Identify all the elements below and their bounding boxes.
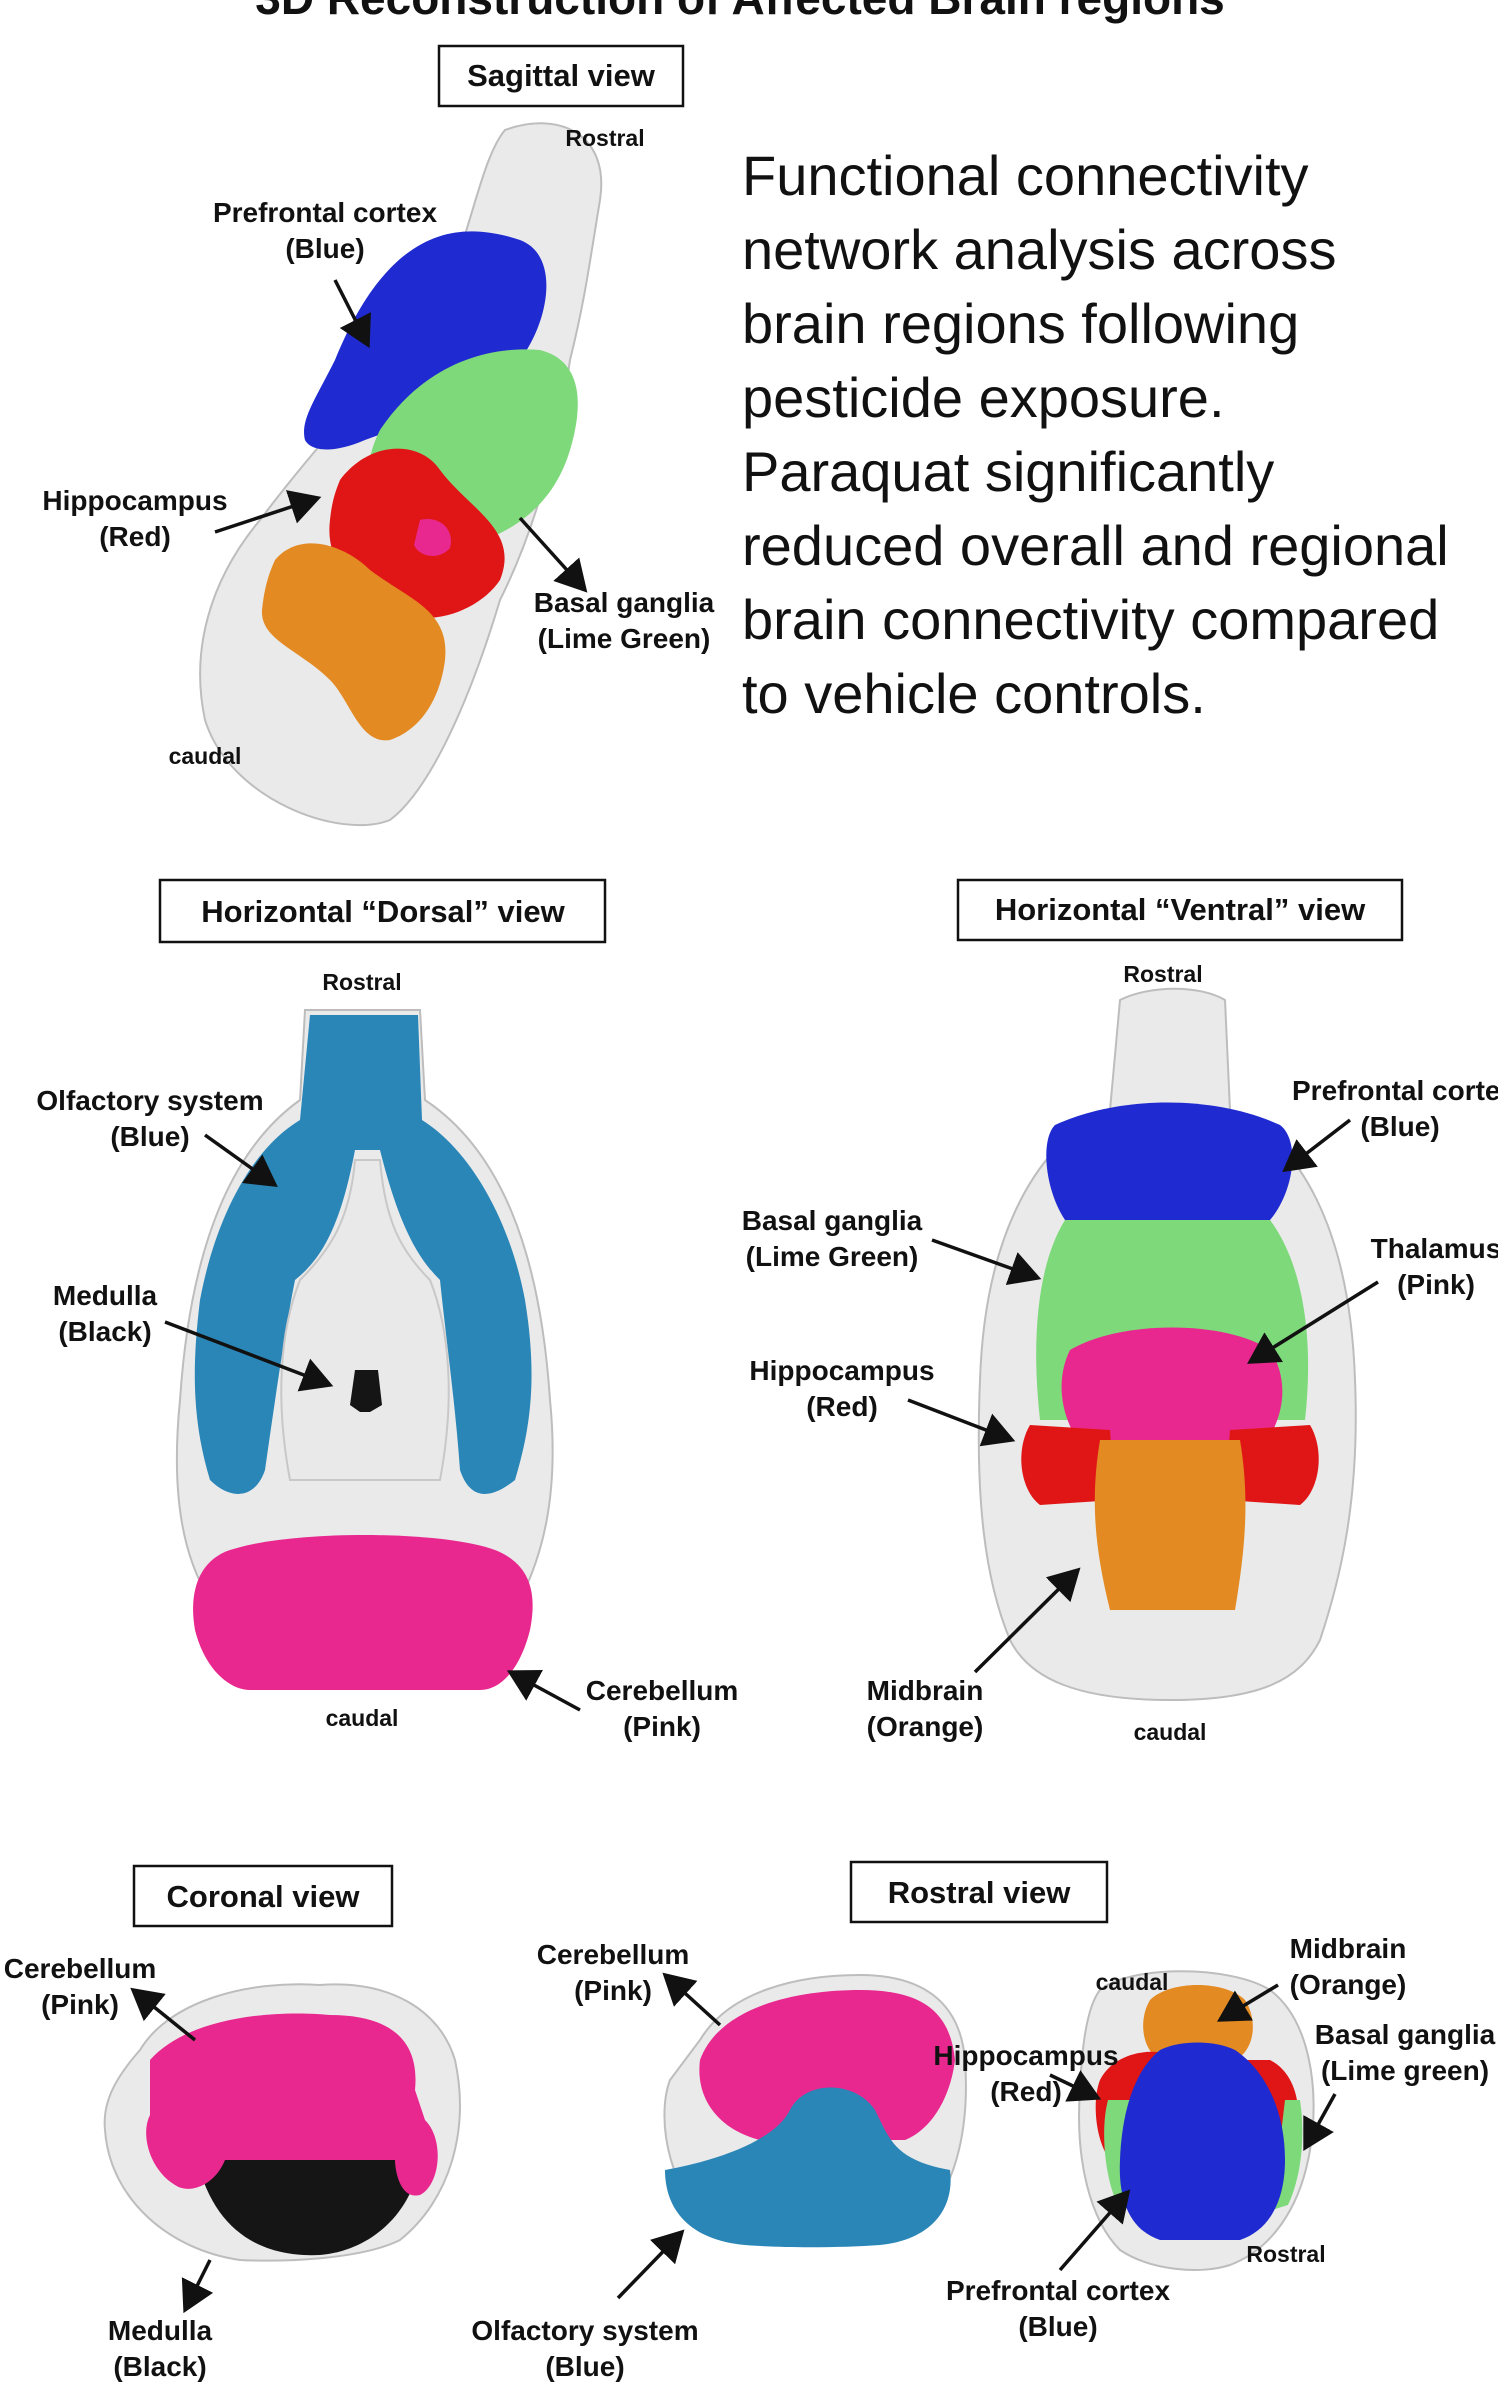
- coronal-medulla-color: (Black): [113, 2351, 206, 2382]
- dorsal-medulla-black: [350, 1370, 382, 1412]
- ventral-prefrontal-color: (Blue): [1360, 1111, 1439, 1142]
- dorsal-cerebellum-arrow: [510, 1672, 580, 1710]
- dorsal-panel: Horizontal “Dorsal” view Rostral caudal …: [36, 880, 738, 1742]
- ventral-hippocampus-label: Hippocampus: [749, 1355, 934, 1386]
- ventral-midbrain-orange: [1095, 1440, 1246, 1610]
- sagittal-prefrontal-label: Prefrontal cortex: [213, 197, 437, 228]
- description-line: Paraquat significantly: [742, 440, 1274, 503]
- sagittal-rostral-label: Rostral: [565, 125, 644, 151]
- rostral-olfactory-color: (Blue): [545, 2351, 624, 2382]
- ventral-thalamus-color: (Pink): [1397, 1269, 1475, 1300]
- ventral-prefrontal-label: Prefrontal cortex: [1292, 1075, 1498, 1106]
- rostral-prefrontal-color: (Blue): [1018, 2311, 1097, 2342]
- sagittal-hippocampus-color: (Red): [99, 521, 171, 552]
- rostral-basal-label: Basal ganglia: [1315, 2019, 1496, 2050]
- dorsal-cerebellum-color: (Pink): [623, 1711, 701, 1742]
- sagittal-title: Sagittal view: [467, 58, 656, 93]
- coronal-cerebellum-color: (Pink): [41, 1989, 119, 2020]
- description-line: reduced overall and regional: [742, 514, 1449, 577]
- description-line: brain regions following: [742, 292, 1299, 355]
- description-line: brain connectivity compared: [742, 588, 1439, 651]
- ventral-basal-label: Basal ganglia: [742, 1205, 923, 1236]
- sagittal-basal-arrow: [520, 518, 585, 590]
- description-line: Functional connectivity: [742, 144, 1309, 207]
- ventral-basal-color: (Lime Green): [746, 1241, 919, 1272]
- dorsal-rostral-label: Rostral: [322, 969, 401, 995]
- dorsal-caudal-label: caudal: [326, 1705, 399, 1731]
- sagittal-brain: [200, 123, 601, 825]
- rostral-midbrain-color: (Orange): [1290, 1969, 1407, 2000]
- ventral-panel: Horizontal “Ventral” view Rostral caudal…: [742, 880, 1498, 1745]
- rostral-right-brain: [1079, 1971, 1314, 2270]
- ventral-hippocampus-color: (Red): [806, 1391, 878, 1422]
- coronal-medulla-label: Medulla: [108, 2315, 213, 2346]
- sagittal-hippocampus-label: Hippocampus: [42, 485, 227, 516]
- rostral-cerebellum-color: (Pink): [574, 1975, 652, 2006]
- rostral-hippocampus-color: (Red): [990, 2076, 1062, 2107]
- rostral-olfactory-arrow: [618, 2232, 682, 2298]
- description-paragraph: Functional connectivity network analysis …: [742, 144, 1449, 725]
- ventral-title: Horizontal “Ventral” view: [995, 892, 1366, 927]
- dorsal-olfactory-label: Olfactory system: [36, 1085, 263, 1116]
- rostral-rostral-label: Rostral: [1246, 2241, 1325, 2267]
- rostral-midbrain-label: Midbrain: [1290, 1933, 1407, 1964]
- rostral-olfactory-label: Olfactory system: [471, 2315, 698, 2346]
- description-line: network analysis across: [742, 218, 1336, 281]
- ventral-rostral-label: Rostral: [1123, 961, 1202, 987]
- rostral-cerebellum-label: Cerebellum: [537, 1939, 690, 1970]
- rostral-cerebellum-arrow: [665, 1975, 720, 2025]
- coronal-cerebellum-label: Cerebellum: [4, 1953, 157, 1984]
- ventral-prefrontal-arrow: [1285, 1120, 1350, 1170]
- rostral-view-title: Rostral view: [888, 1875, 1072, 1910]
- sagittal-panel: Sagittal view Rostral caudal Prefrontal …: [42, 46, 714, 825]
- coronal-panel: Coronal view Cerebellum (Pink) Medulla (…: [4, 1866, 460, 2382]
- dorsal-cerebellum-pink: [193, 1535, 533, 1690]
- ventral-midbrain-color: (Orange): [867, 1711, 984, 1742]
- dorsal-medulla-label: Medulla: [53, 1280, 158, 1311]
- coronal-medulla-arrow: [185, 2260, 210, 2310]
- coronal-brain: [105, 1984, 460, 2260]
- dorsal-title: Horizontal “Dorsal” view: [201, 894, 565, 929]
- rostral-view-panel: Rostral view Cerebellum (Pink) Olfactory…: [471, 1862, 1495, 2382]
- description-line: to vehicle controls.: [742, 662, 1206, 725]
- ventral-caudal-label: caudal: [1134, 1719, 1207, 1745]
- dorsal-cerebellum-label: Cerebellum: [586, 1675, 739, 1706]
- rostral-hippocampus-label: Hippocampus: [933, 2040, 1118, 2071]
- rostral-basal-color: (Lime green): [1321, 2055, 1489, 2086]
- sagittal-basal-label: Basal ganglia: [534, 587, 715, 618]
- ventral-midbrain-label: Midbrain: [867, 1675, 984, 1706]
- ventral-thalamus-label: Thalamus: [1371, 1233, 1498, 1264]
- rostral-caudal-label: caudal: [1096, 1969, 1169, 1995]
- figure-title: 3D Reconstruction of Affected Brain regi…: [255, 0, 1225, 24]
- sagittal-basal-color: (Lime Green): [538, 623, 711, 654]
- dorsal-olfactory-color: (Blue): [110, 1121, 189, 1152]
- sagittal-caudal-label: caudal: [169, 743, 242, 769]
- ventral-prefrontal-blue: [1046, 1103, 1292, 1221]
- sagittal-prefrontal-color: (Blue): [285, 233, 364, 264]
- coronal-title: Coronal view: [167, 1879, 361, 1914]
- dorsal-medulla-color: (Black): [58, 1316, 151, 1347]
- rostral-prefrontal-label: Prefrontal cortex: [946, 2275, 1170, 2306]
- description-line: pesticide exposure.: [742, 366, 1225, 429]
